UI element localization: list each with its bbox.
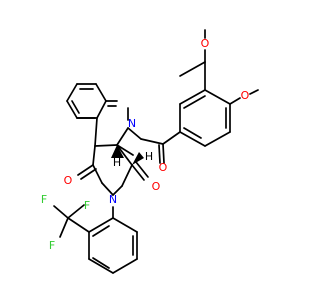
oxygen-ketone: O (159, 161, 168, 174)
nitrogen-imide: N (109, 193, 117, 206)
trifluoromethylphenyl-ring (53, 204, 138, 274)
nitrogen-pyrrolidine: N (128, 117, 136, 130)
oxygen-methoxy-top: O (201, 37, 210, 50)
fluorine-1: F (41, 193, 47, 206)
fluorine-3: F (84, 199, 90, 212)
oxygen-imide-right: O (152, 180, 161, 193)
isoquinoline-core (66, 83, 142, 147)
succinimide-ring (77, 144, 149, 196)
hydrogen-right: H (145, 150, 153, 163)
fluorine-2: F (49, 239, 55, 252)
ketone-linker (140, 131, 181, 164)
dimethoxyphenyl-ring (179, 29, 259, 147)
oxygen-imide-left: O (64, 174, 73, 187)
hydrogen-left: H (113, 156, 121, 169)
oxygen-methoxy-right: O (241, 89, 250, 102)
stereo-wedges (111, 145, 144, 165)
chemical-structure: O O O O O N N F F F H H (41, 29, 259, 274)
